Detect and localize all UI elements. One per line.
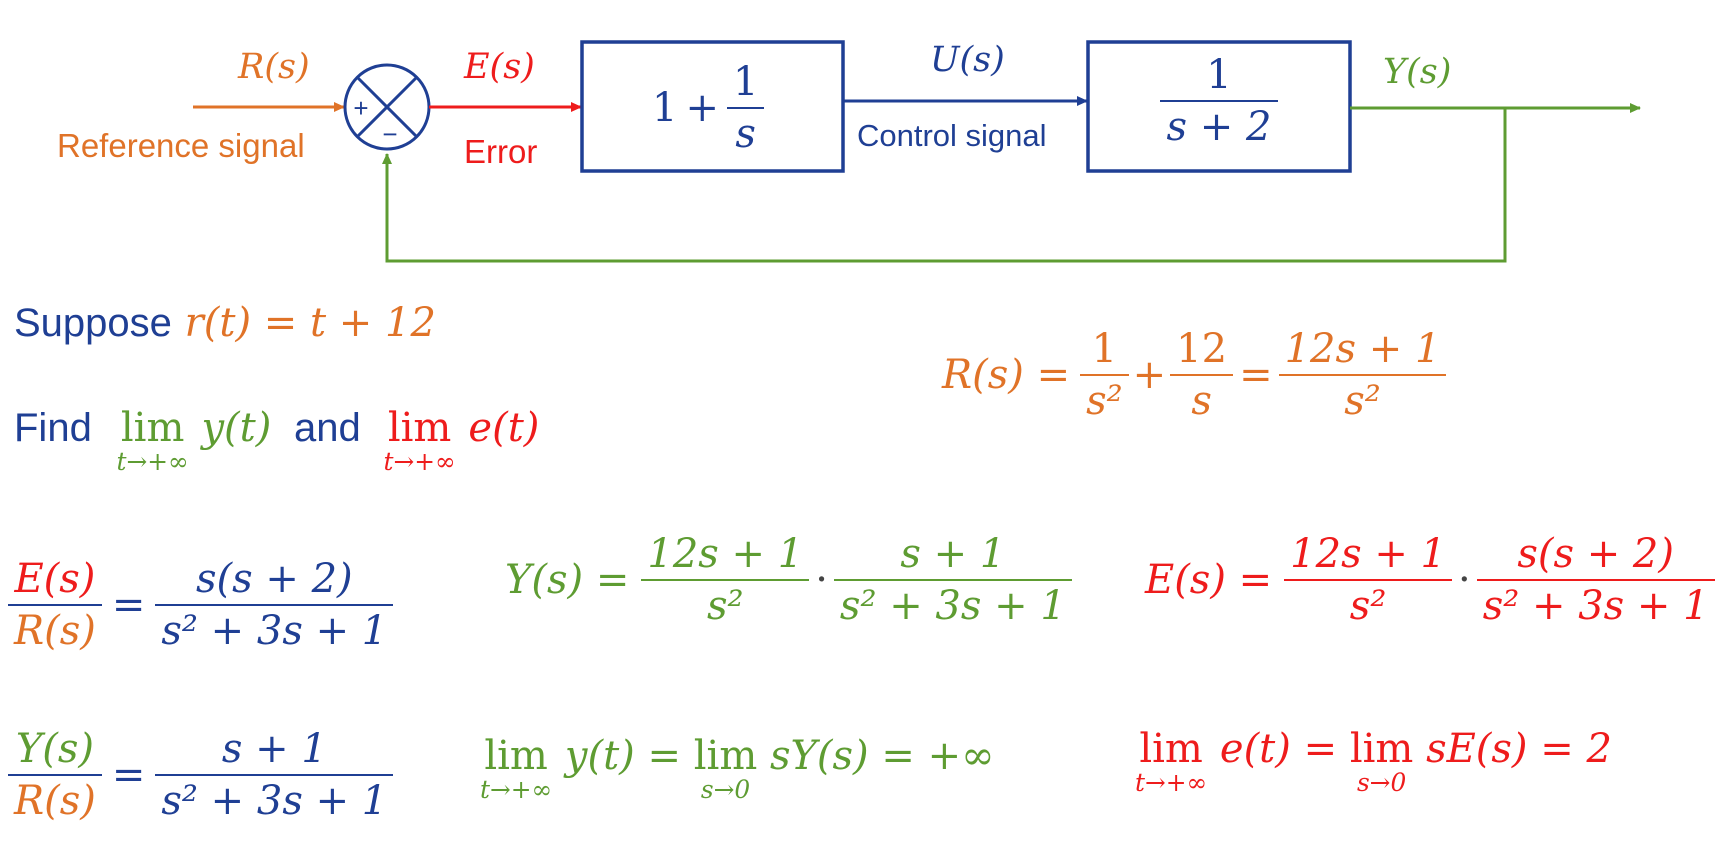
error-time-fn: e(t) (468, 405, 540, 451)
controller-whole: 1 (652, 84, 678, 131)
summing-minus-sign: − (382, 119, 397, 149)
plant-block (1086, 40, 1352, 173)
output-time-fn: y(t) (201, 405, 272, 451)
control-signal-label: U(s) (930, 40, 1005, 80)
output-signal-label: Y(s) (1383, 52, 1452, 92)
error-transfer-equation: E(s) R(s) = s(s + 2) s² + 3s + 1 (8, 540, 394, 670)
suppose-word: Suppose (14, 301, 172, 345)
input-signal-label: R(s) (238, 47, 310, 87)
output-laplace-equation: Y(s) = 12s + 1 s² · s + 1 s² + 3s + 1 (505, 520, 1072, 640)
plant-denominator: s + 2 (1166, 104, 1272, 150)
error-signal-label: E(s) (464, 47, 535, 87)
summing-plus-sign: + (353, 93, 368, 123)
output-transfer-equation: Y(s) R(s) = s + 1 s² + 3s + 1 (8, 710, 394, 840)
feedback-path (382, 108, 1507, 263)
controller-denominator: s (735, 110, 756, 157)
input-signal-caption: Reference signal (57, 127, 305, 164)
limit-error: lim t→+∞ (383, 405, 456, 476)
controller-transfer-function: 1 + 1 s (652, 55, 765, 160)
error-final-value: lim t→+∞ e(t) = lim s→0 sE(s) = 2 (1135, 726, 1612, 797)
output-final-value: lim t→+∞ y(t) = lim s→0 sY(s) = +∞ (480, 733, 995, 804)
find-line: Find lim t→+∞ y(t) and lim t→+∞ e(t) (14, 405, 539, 475)
limit-output: lim t→+∞ (116, 405, 189, 476)
and-word: and (294, 406, 361, 450)
block-diagram: + − (193, 40, 1641, 263)
plant-numerator: 1 (1206, 52, 1232, 98)
find-word: Find (14, 406, 92, 450)
error-laplace-equation: E(s) = 12s + 1 s² · s(s + 2) s² + 3s + 1 (1145, 520, 1715, 640)
reference-definition: r(t) = t + 12 (184, 300, 436, 346)
reference-laplace-equation: R(s) = 1 s² + 12 s = 12s + 1 s² (942, 315, 1447, 435)
controller-block (580, 40, 845, 173)
error-caption: Error (464, 133, 538, 170)
suppose-line: Suppose r(t) = t + 12 (14, 300, 436, 346)
plant-transfer-function: 1 s + 2 (1160, 52, 1278, 150)
controller-numerator: 1 (732, 58, 759, 105)
controller-plus: + (685, 84, 719, 131)
control-signal-caption: Control signal (857, 118, 1047, 153)
